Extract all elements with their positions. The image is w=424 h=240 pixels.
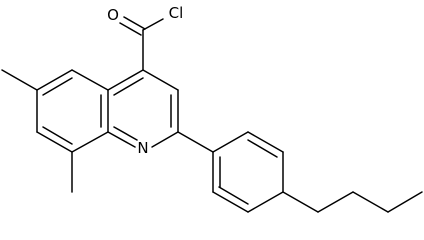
bond-butyl-1 [282,191,319,213]
bond-ph5-ph6 [212,191,249,213]
structure-diagram: O Cl N [1,4,423,213]
bond-butyl-3 [352,191,389,213]
bond-c4a-c4 [107,69,144,91]
molecule-drawing: O Cl N [1,4,423,213]
bond-ph2-ph3-inner [247,139,278,158]
bond-ph2-ph3 [247,131,284,153]
bond-c4a-c5 [71,69,109,91]
bond-c4a-c4-inner [113,77,144,96]
bond-methyl-6 [1,69,38,91]
bond-c5-c6 [36,69,73,91]
bond-c2-n1 [151,131,179,148]
bond-c7-c8 [36,131,73,153]
bond-ph1-ph2 [212,131,249,153]
chlorine-label: Cl [169,4,184,22]
bond-carbonyl-o-1 [123,16,146,30]
bond-c2-aryl [177,131,214,153]
bond-butyl-2 [317,191,354,213]
bond-butyl-4 [387,191,423,213]
bond-carbonyl-o-2 [119,22,142,36]
bond-c8-c8a [71,131,109,153]
bond-ph5-ph6-inner [218,186,249,205]
bond-n1-c8a-inner [113,126,138,141]
bond-c5-c6-inner [42,77,73,96]
bond-ph4-ph5 [247,191,284,213]
oxygen-label: O [107,6,119,24]
nitrogen-label: N [137,139,148,157]
bond-c4-c3 [142,69,179,91]
bond-c7-c8-inner [42,126,73,145]
bond-carbonyl-cl [142,18,164,31]
bond-n1-c8a [107,131,136,148]
